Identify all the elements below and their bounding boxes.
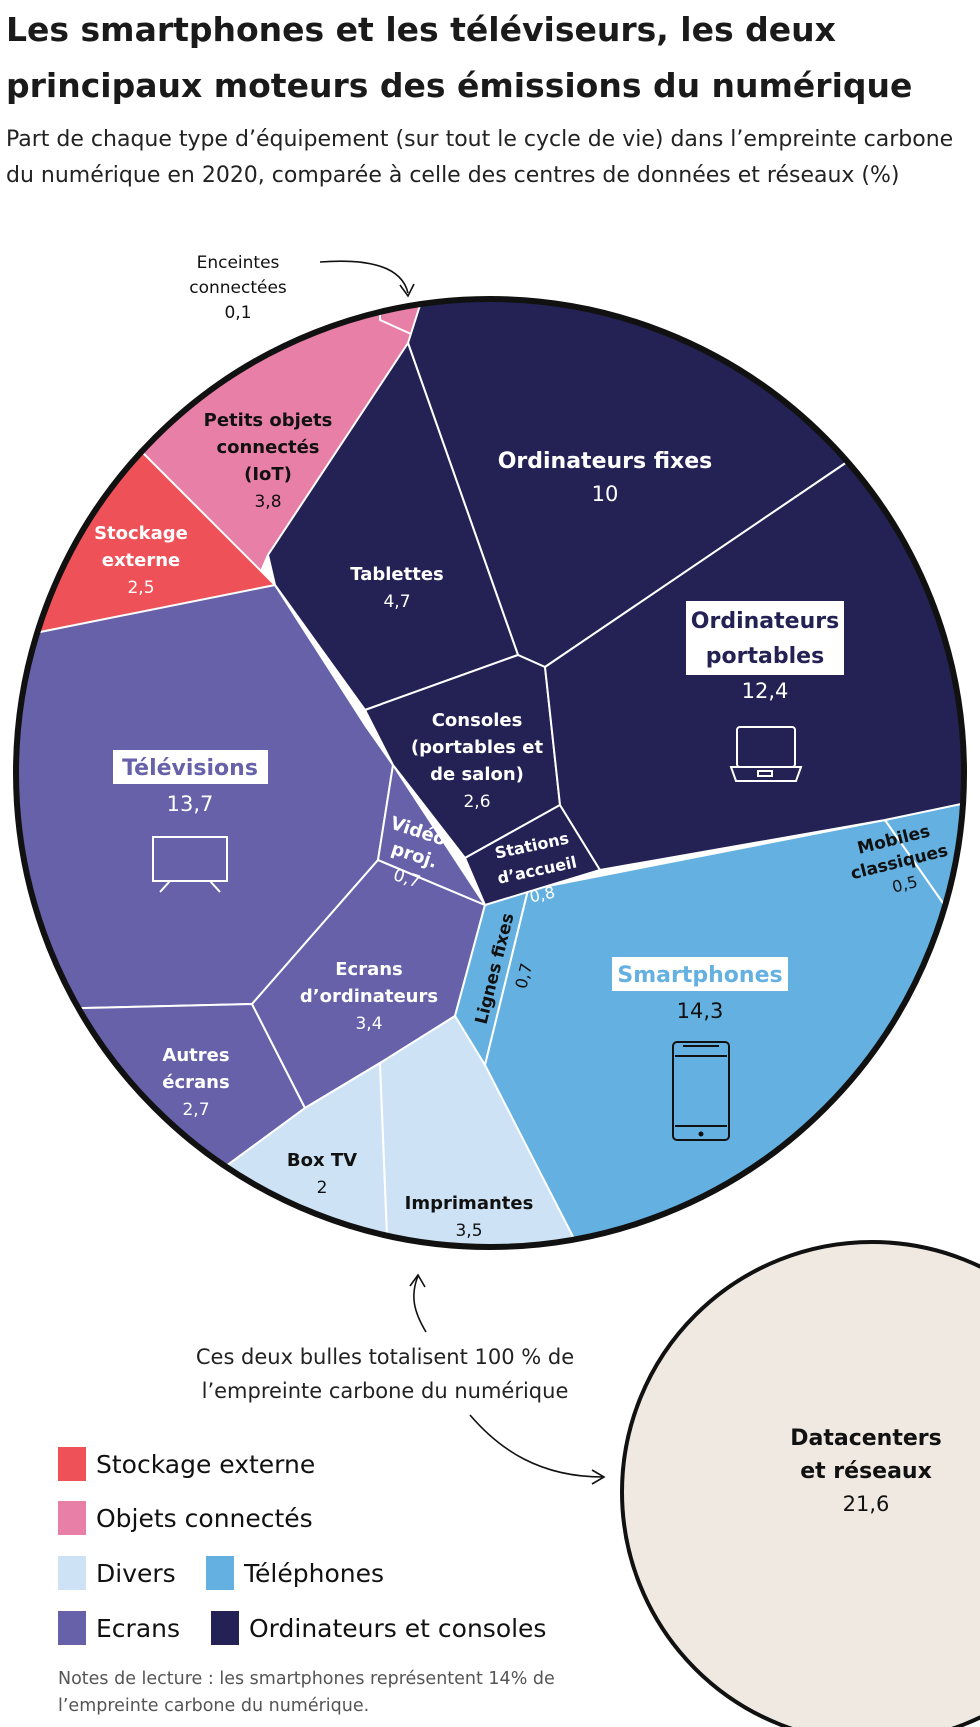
- label-tablettes-line-1: 4,7: [383, 592, 410, 612]
- label-enceintes-line-1: connectées: [189, 278, 287, 298]
- legend-swatch-telephones: [206, 1556, 234, 1590]
- label-consoles-line-0: Consoles: [432, 710, 523, 731]
- label-ordinateurs-fixes-line-1: 10: [592, 482, 619, 506]
- label-box-tv-line-0: Box TV: [287, 1150, 357, 1171]
- legend-swatch-stockage: [58, 1447, 86, 1481]
- label-box-tv-line-1: 2: [317, 1178, 328, 1198]
- label-imprimantes-line-1: 3,5: [455, 1221, 482, 1241]
- label-consoles-line-3: 2,6: [463, 792, 490, 812]
- legend-swatch-ordinateurs: [211, 1611, 239, 1645]
- label-ecrans-ordinateurs: Ecrans d’ordinateurs 3,4: [300, 959, 438, 1034]
- label-ecrans-ordinateurs-line-1: d’ordinateurs: [300, 986, 438, 1007]
- label-autres-ecrans-line-1: écrans: [162, 1072, 229, 1093]
- label-box-tv: Box TV 2: [287, 1150, 357, 1198]
- label-highlight-box: [612, 957, 788, 991]
- annotation-arrows: [319, 260, 606, 1485]
- label-smartphones-line-0: Smartphones: [617, 963, 782, 988]
- tv-icon: [152, 836, 228, 893]
- legend-swatch-objets: [58, 1501, 86, 1535]
- bubbles-callout: Ces deux bulles totalisent 100 % de l’em…: [195, 1345, 575, 1403]
- label-datacenters-line-0: Datacenters: [790, 1426, 941, 1451]
- cell-videoproj: [377, 764, 486, 906]
- label-ordinateurs-fixes-line-0: Ordinateurs fixes: [498, 449, 713, 474]
- label-datacenters: Datacenters et réseaux 21,6: [790, 1426, 941, 1516]
- smartphone-icon: [672, 1041, 730, 1141]
- legend-label-stockage: Stockage externe: [96, 1449, 316, 1479]
- label-ordinateurs-portables: Ordinateurs portables 12,4: [691, 609, 839, 703]
- label-autres-ecrans: Autres écrans 2,7: [162, 1045, 229, 1120]
- label-petits-objets-line-3: 3,8: [254, 492, 281, 512]
- label-consoles-line-2: de salon): [430, 764, 524, 785]
- callout-arrowhead-up: [409, 1273, 426, 1288]
- label-ordinateurs-portables-line-0: Ordinateurs: [691, 609, 839, 634]
- label-consoles-line-1: (portables et: [411, 737, 544, 758]
- legend-label-ecrans: Ecrans: [96, 1613, 181, 1643]
- label-tablettes-line-0: Tablettes: [350, 564, 444, 585]
- label-datacenters-line-2: 21,6: [843, 1492, 890, 1516]
- label-petits-objets-line-0: Petits objets: [204, 410, 333, 431]
- label-consoles: Consoles (portables et de salon) 2,6: [411, 710, 544, 812]
- label-ecrans-ordinateurs-line-2: 3,4: [355, 1014, 382, 1034]
- enceintes-arrowhead: [399, 283, 415, 298]
- label-televisions-line-0: Télévisions: [122, 756, 258, 781]
- icons: [152, 726, 803, 1141]
- label-smartphones-line-1: 14,3: [677, 999, 724, 1023]
- label-televisions: Télévisions 13,7: [122, 756, 258, 816]
- label-imprimantes-line-0: Imprimantes: [405, 1193, 534, 1214]
- label-petits-objets-line-1: connectés: [216, 437, 319, 458]
- legend-label-objets: Objets connectés: [96, 1503, 313, 1533]
- label-smartphones: Smartphones 14,3: [617, 963, 782, 1023]
- legend-item-objets: Objets connectés: [58, 1500, 313, 1536]
- laptop-icon: [729, 726, 803, 782]
- legend-label-telephones: Téléphones: [244, 1558, 384, 1588]
- label-stockage-line-0: Stockage: [94, 523, 188, 544]
- reading-note: Notes de lecture : les smartphones repré…: [58, 1669, 555, 1716]
- label-highlight-box: [113, 750, 268, 784]
- title-line-1: Les smartphones et les téléviseurs, les …: [6, 10, 836, 49]
- label-stockage-line-1: externe: [102, 550, 181, 571]
- label-televisions-line-1: 13,7: [167, 792, 214, 816]
- label-petits-objets-line-2: (IoT): [244, 464, 292, 485]
- callout-arrow-right: [469, 1414, 604, 1478]
- legend-item-divers: Divers: [58, 1555, 176, 1591]
- chart-title: Les smartphones et les téléviseurs, les …: [6, 2, 980, 114]
- datacenters-bubble: [620, 1240, 980, 1727]
- label-enceintes-line-2: 0,1: [224, 303, 251, 323]
- legend-item-stockage: Stockage externe: [58, 1446, 315, 1482]
- label-datacenters-line-1: et réseaux: [800, 1459, 932, 1484]
- label-enceintes-line-0: Enceintes: [197, 253, 280, 273]
- enceintes-arrow: [319, 260, 409, 294]
- label-ordinateurs-fixes: Ordinateurs fixes 10: [498, 449, 713, 506]
- title-line-2: principaux moteurs des émissions du numé…: [6, 66, 913, 105]
- label-stations-line-2: 0,8: [528, 883, 557, 907]
- label-imprimantes: Imprimantes 3,5: [405, 1193, 534, 1241]
- label-autres-ecrans-line-0: Autres: [162, 1045, 229, 1066]
- label-stockage: Stockage externe 2,5: [94, 523, 188, 598]
- label-ordinateurs-portables-line-1: portables: [706, 644, 824, 669]
- main-bubble-outline: [13, 296, 967, 1250]
- label-tablettes: Tablettes 4,7: [350, 564, 444, 612]
- legend-swatch-ecrans: [58, 1611, 86, 1645]
- callout-arrowhead-right: [591, 1469, 606, 1485]
- label-highlight-box: [686, 601, 844, 675]
- label-enceintes: Enceintes connectées 0,1: [189, 253, 287, 323]
- legend-label-ordinateurs: Ordinateurs et consoles: [249, 1613, 547, 1643]
- label-stockage-line-2: 2,5: [127, 578, 154, 598]
- legend-label-divers: Divers: [96, 1558, 176, 1588]
- cell-tablettes: [267, 342, 519, 711]
- callout-arrow-up: [413, 1275, 427, 1333]
- legend-item-telephones: Téléphones: [206, 1555, 384, 1591]
- label-petits-objets: Petits objets connectés (IoT) 3,8: [204, 410, 333, 512]
- legend-swatch-divers: [58, 1556, 86, 1590]
- label-autres-ecrans-line-2: 2,7: [182, 1100, 209, 1120]
- legend-item-ecrans: Ecrans: [58, 1610, 180, 1646]
- chart-subtitle: Part de chaque type d’équipement (sur to…: [6, 127, 954, 188]
- label-ordinateurs-portables-line-2: 12,4: [742, 679, 789, 703]
- label-ecrans-ordinateurs-line-0: Ecrans: [335, 959, 403, 980]
- legend-item-ordinateurs: Ordinateurs et consoles: [211, 1610, 546, 1646]
